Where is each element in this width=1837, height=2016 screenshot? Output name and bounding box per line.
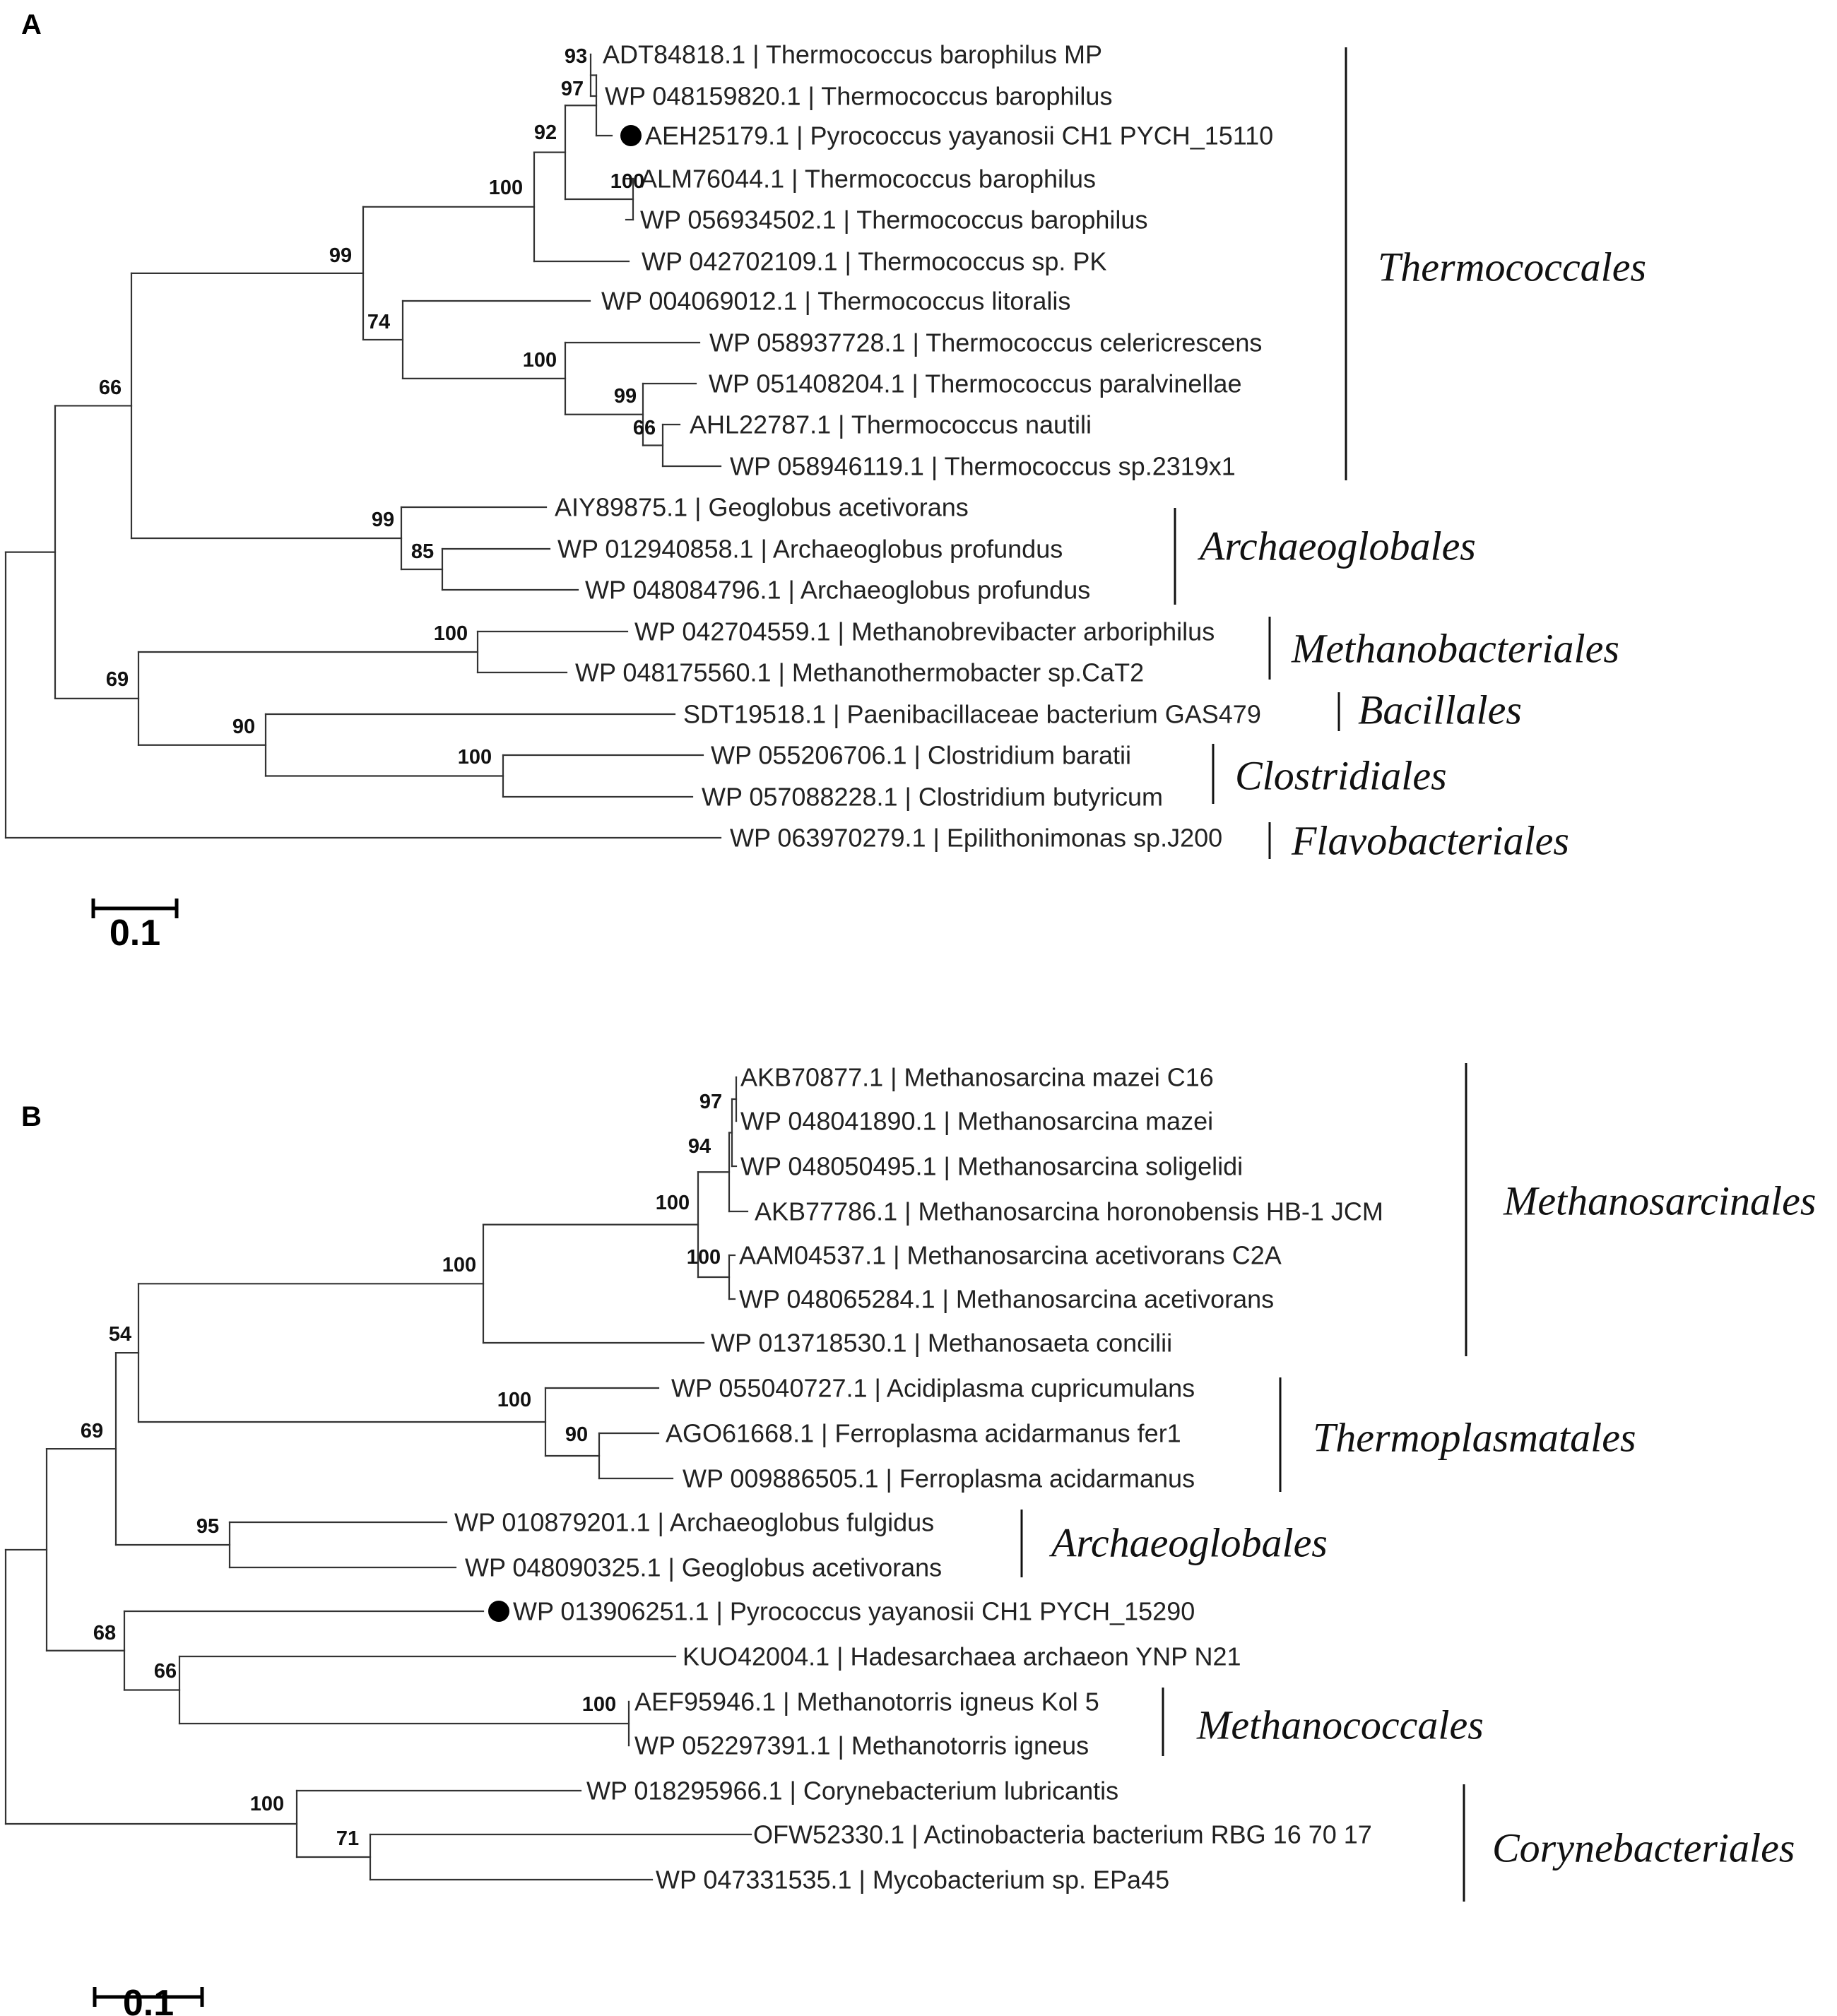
panel-a-bootstrap-value: 69 [106,668,129,691]
panel-b-bootstrap-value: 100 [656,1192,690,1214]
panel-a-bootstrap-value: 100 [523,349,557,372]
panel-b-marker-dot [488,1601,509,1622]
panel-b-leaf-label: WP 013718530.1 | Methanosaeta concilii [711,1329,1172,1358]
panel-b-bootstrap-value: 66 [154,1660,177,1683]
panel-a-group-label: Thermococcales [1378,244,1646,290]
panel-a-bootstrap-value: 100 [489,177,523,199]
panel-b-group-label: Corynebacteriales [1492,1825,1795,1871]
panel-b-bootstrap-value: 100 [687,1246,721,1269]
panel-b-scale-label: 0.1 [123,1983,174,2016]
panel-b-leaf-label: AGO61668.1 | Ferroplasma acidarmanus fer… [666,1419,1181,1448]
panel-a-leaf-label: ALM76044.1 | Thermococcus barophilus [640,165,1096,194]
panel-a-leaf-label: WP 048175560.1 | Methanothermobacter sp.… [575,658,1144,687]
panel-b-leaf-label: WP 047331535.1 | Mycobacterium sp. EPa45 [656,1866,1169,1895]
panel-a-leaf-label: WP 048084796.1 | Archaeoglobus profundus [585,576,1090,605]
panel-a-bootstrap-value: 100 [610,170,644,193]
panel-b-bootstrap-value: 68 [93,1622,116,1644]
panel-a-bootstrap-value: 85 [411,540,434,563]
panel-b-group-label: Methanosarcinales [1503,1178,1816,1224]
panel-a-leaf-label: WP 056934502.1 | Thermococcus barophilus [640,206,1147,235]
panel-b-leaf-label: WP 013906251.1 | Pyrococcus yayanosii CH… [513,1597,1195,1626]
panel-b-bootstrap-value: 69 [81,1420,103,1442]
panel-b-leaf-label: WP 052297391.1 | Methanotorris igneus [634,1731,1089,1760]
panel-b-bootstrap-value: 94 [688,1135,711,1158]
panel-a-bootstrap-value: 100 [434,622,468,645]
panel-a-leaf-label: ADT84818.1 | Thermococcus barophilus MP [603,40,1102,69]
panel-b-leaf-label: AAM04537.1 | Methanosarcina acetivorans … [739,1241,1282,1270]
panel-a-bootstrap-value: 74 [367,311,390,333]
panel-b-leaf-label: WP 048041890.1 | Methanosarcina mazei [740,1107,1213,1136]
panel-b-bootstrap-value: 54 [109,1323,131,1346]
panel-a-leaf-label: SDT19518.1 | Paenibacillaceae bacterium … [683,700,1261,729]
panel-b-bootstrap-value: 100 [250,1793,284,1815]
panel-b-bootstrap-value: 100 [497,1389,531,1411]
panel-a-leaf-label: WP 063970279.1 | Epilithonimonas sp.J200 [730,824,1222,853]
panel-a-scale-label: 0.1 [110,913,160,954]
panel-b-leaf-label: KUO42004.1 | Hadesarchaea archaeon YNP N… [683,1642,1241,1671]
panel-b-bootstrap-value: 90 [565,1423,588,1446]
panel-b-bootstrap-value: 95 [196,1515,219,1538]
panel-a-group-label: Archaeoglobales [1197,523,1476,569]
panel-b-label: B [21,1101,42,1132]
panel-b-group-label: Archaeoglobales [1049,1520,1328,1566]
panel-a-bootstrap-value: 90 [232,716,255,738]
panel-b-leaf-label: WP 048065284.1 | Methanosarcina acetivor… [739,1285,1274,1314]
panel-a-group-label: Flavobacteriales [1291,818,1569,864]
panel-b-group-label: Thermoplasmatales [1313,1415,1636,1461]
panel-b-leaf-label: WP 010879201.1 | Archaeoglobus fulgidus [454,1508,934,1537]
panel-b-leaf-label: AKB70877.1 | Methanosarcina mazei C16 [740,1063,1214,1092]
panel-a-bootstrap-value: 66 [633,417,656,439]
panel-a-bootstrap-value: 100 [458,746,492,769]
panel-a-label: A [21,9,42,40]
panel-b-bootstrap-value: 100 [442,1254,476,1276]
panel-a-leaf-label: WP 048159820.1 | Thermococcus barophilus [605,82,1112,111]
panel-b-group-label: Methanococcales [1196,1702,1484,1748]
panel-a-leaf-label: AHL22787.1 | Thermococcus nautili [690,410,1092,439]
panel-a-bootstrap-value: 92 [534,121,557,144]
panel-a-marker-dot [620,125,642,146]
panel-b-leaf-label: WP 055040727.1 | Acidiplasma cupricumula… [671,1374,1195,1403]
panel-a-leaf-label: AEH25179.1 | Pyrococcus yayanosii CH1 PY… [645,121,1273,150]
panel-a-bootstrap-value: 97 [561,78,584,100]
panel-b-leaf-label: WP 018295966.1 | Corynebacterium lubrica… [586,1777,1118,1805]
panel-b-bootstrap-value: 71 [336,1827,359,1850]
panel-b-leaf-label: AEF95946.1 | Methanotorris igneus Kol 5 [634,1688,1099,1716]
panel-b-leaf-label: WP 048050495.1 | Methanosarcina soligeli… [740,1152,1243,1181]
panel-a-leaf-label: WP 055206706.1 | Clostridium baratii [711,741,1131,770]
panel-a-group-label: Methanobacteriales [1291,626,1619,672]
panel-b-bootstrap-value: 97 [699,1091,722,1113]
panel-a-leaf-label: AIY89875.1 | Geoglobus acetivorans [555,493,969,522]
panel-a-bootstrap-value: 99 [329,244,352,267]
panel-b-leaf-label: WP 048090325.1 | Geoglobus acetivorans [465,1553,942,1582]
panel-b-bootstrap-value: 100 [582,1693,616,1716]
panel-a-bootstrap-value: 99 [372,509,394,531]
panel-a-bootstrap-value: 66 [99,376,122,399]
panel-a-leaf-label: WP 042704559.1 | Methanobrevibacter arbo… [634,617,1215,646]
panel-a-leaf-label: WP 051408204.1 | Thermococcus paralvinel… [709,369,1241,398]
panel-a-group-label: Clostridiales [1235,753,1447,799]
panel-b-leaf-label: OFW52330.1 | Actinobacteria bacterium RB… [753,1820,1372,1849]
panel-a-leaf-label: WP 058946119.1 | Thermococcus sp.2319x1 [730,452,1236,481]
panel-a-group-label: Bacillales [1358,687,1522,733]
panel-a-leaf-label: WP 012940858.1 | Archaeoglobus profundus [557,535,1063,564]
panel-a-leaf-label: WP 057088228.1 | Clostridium butyricum [702,783,1163,812]
panel-a-bootstrap-value: 93 [565,45,587,68]
panel-a-leaf-label: WP 058937728.1 | Thermococcus celericres… [709,328,1262,357]
panel-b-leaf-label: WP 009886505.1 | Ferroplasma acidarmanus [683,1464,1195,1493]
panel-b-leaf-label: AKB77786.1 | Methanosarcina horonobensis… [755,1197,1383,1226]
panel-a-bootstrap-value: 99 [614,385,637,408]
panel-a-leaf-label: WP 042702109.1 | Thermococcus sp. PK [642,247,1106,276]
panel-a-leaf-label: WP 004069012.1 | Thermococcus litoralis [601,287,1070,316]
